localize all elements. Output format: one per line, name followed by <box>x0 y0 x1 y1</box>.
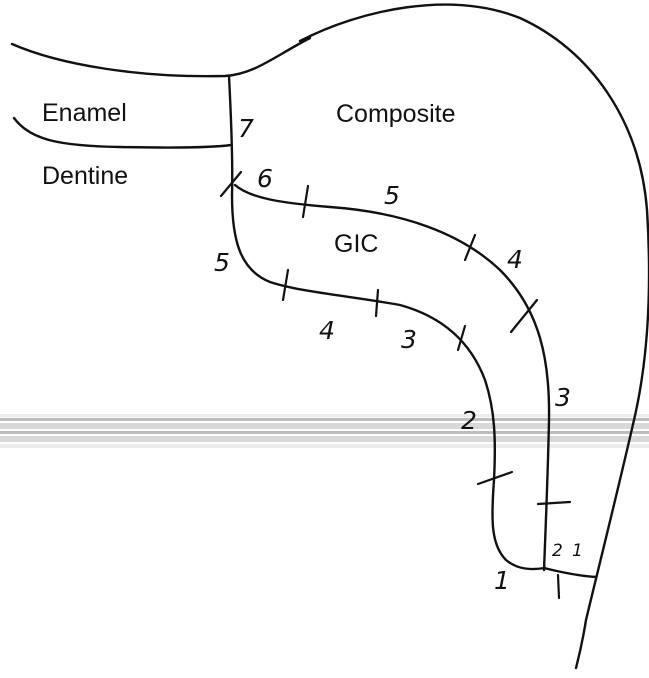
enamel-upper-boundary <box>10 36 312 78</box>
composite-label: Composite <box>336 100 456 128</box>
tick-mark <box>281 268 290 302</box>
composite-gic-boundary <box>233 183 551 572</box>
increment-number: 5 <box>214 248 230 277</box>
increment-number: 3 <box>401 325 417 354</box>
restoration-layers <box>230 183 598 579</box>
tick-mark <box>556 573 561 600</box>
material-labels: Enamel Dentine Composite GIC <box>42 99 456 258</box>
increment-number: 6 <box>257 164 273 193</box>
increment-number: 2 <box>461 406 477 435</box>
tick-mark <box>456 324 467 352</box>
increment-number: 1 <box>572 541 583 561</box>
cavity-floor-wall <box>230 193 547 571</box>
tick-mark <box>374 288 380 318</box>
increment-number: 7 <box>238 114 254 143</box>
enamel-cavity-wall <box>227 74 234 197</box>
tick-mark <box>476 470 514 486</box>
increment-number: 4 <box>507 245 523 274</box>
increment-number: 2 <box>552 541 563 561</box>
increment-number: 1 <box>494 566 510 595</box>
enamel-dentine-junction <box>12 116 233 149</box>
outer-increment-numbers: 7 6 5 4 3 2 1 <box>238 114 583 561</box>
gic-label: GIC <box>334 230 378 258</box>
inner-increment-numbers: 5 4 3 2 1 <box>214 248 510 595</box>
increment-number: 5 <box>384 181 400 210</box>
dentine-label: Dentine <box>42 162 128 190</box>
tick-mark <box>301 184 310 219</box>
apical-base-line <box>542 566 598 579</box>
tick-mark <box>536 500 572 506</box>
scan-artifact-band <box>0 414 649 448</box>
tick-mark <box>219 170 243 198</box>
enamel-label: Enamel <box>42 99 127 127</box>
increment-ticks <box>219 170 572 600</box>
tick-mark <box>463 233 477 262</box>
increment-number: 3 <box>555 383 571 412</box>
increment-number: 4 <box>319 316 335 345</box>
tick-mark <box>509 298 539 334</box>
